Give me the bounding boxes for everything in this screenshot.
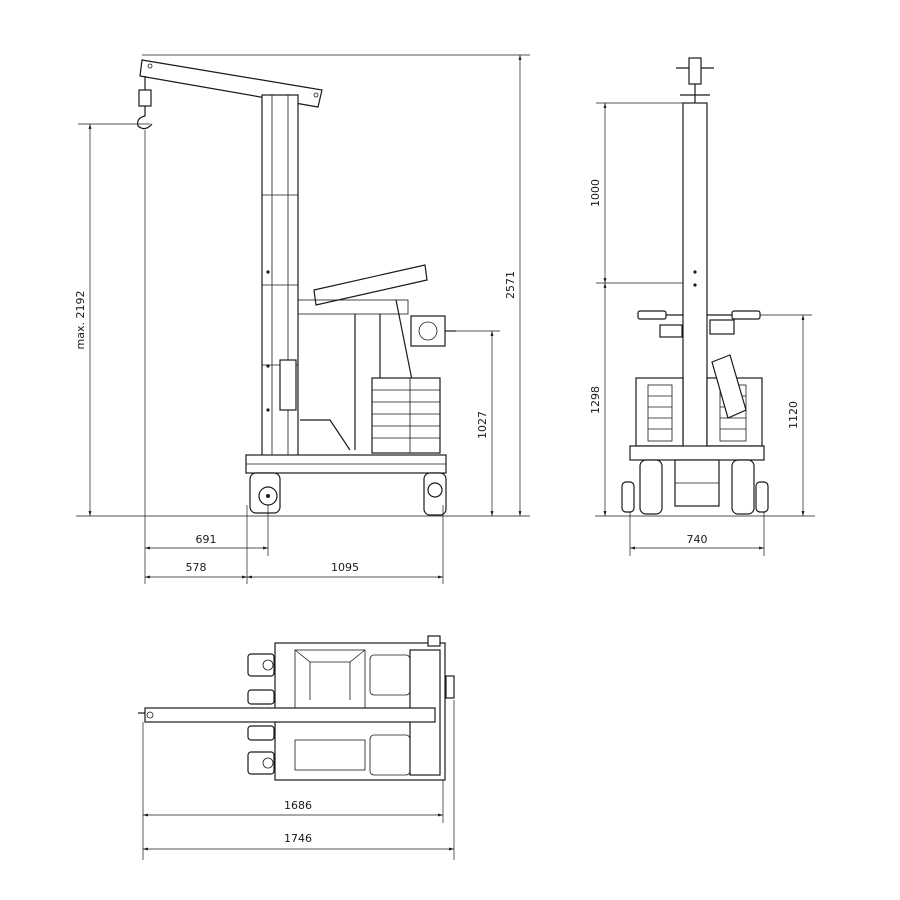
dim-mast-extension: 1000 [589, 179, 602, 207]
top-boom [138, 707, 436, 723]
dim-handle-height: 1120 [787, 401, 800, 429]
dim-top-length-inner: 1686 [284, 799, 312, 812]
front-right-wheel-icon [731, 459, 769, 515]
front-handles [637, 310, 761, 338]
side-rear-arm [297, 264, 428, 451]
dim-front-offset: 578 [186, 561, 207, 574]
dim-top-length-outer: 1746 [284, 832, 312, 845]
front-view: 1000 1298 1120 740 [589, 57, 815, 556]
dim-max-hook-height: max. 2192 [74, 291, 87, 350]
dim-front-width: 740 [687, 533, 708, 546]
side-view: max. 2192 2571 1027 691 578 1095 [74, 54, 530, 584]
top-wheels [247, 653, 275, 775]
rear-wheel-icon [423, 472, 447, 516]
front-counterweights [635, 354, 763, 447]
front-wheel-icon [249, 472, 281, 514]
side-counterweights [371, 377, 441, 454]
side-mast [261, 94, 299, 466]
dim-arm-axis-height: 1027 [476, 411, 489, 439]
top-view: 1686 1746 [138, 635, 455, 860]
winch-icon [410, 315, 456, 347]
side-chassis [245, 454, 447, 474]
front-left-wheel-icon [621, 459, 663, 515]
dim-wheelbase: 1095 [331, 561, 359, 574]
dim-hook-offset: 691 [196, 533, 217, 546]
dim-total-height: 2571 [504, 271, 517, 299]
front-base [629, 445, 765, 507]
dim-mast-height: 1298 [589, 386, 602, 414]
hook-icon [137, 76, 153, 130]
front-top-fixture [676, 57, 714, 132]
